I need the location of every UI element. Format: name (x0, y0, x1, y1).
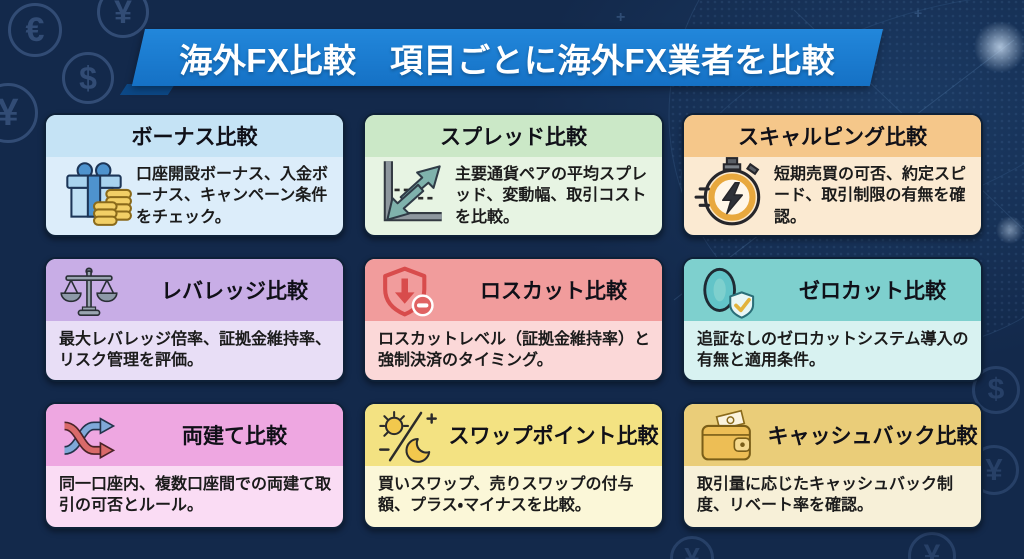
comparison-card-grid: ボーナス比較 (44, 113, 983, 529)
card-description: 口座開設ボーナス、入金ボーナス、キャンペーン条件をチェック。 (136, 166, 329, 226)
card-title: 両建て比較 (182, 425, 287, 448)
card-cashback-body: 取引量に応じたキャッシュバック制度、リベート率を確認。 (684, 466, 981, 527)
card-swap-body: 買いスワップ、売りスワップの付与額、プラス・マイナスを比較。 (365, 466, 662, 527)
svg-text:+: + (914, 5, 922, 21)
gift-coins-icon (52, 153, 136, 231)
card-leverage-body: 最大レバレッジ倍率、証拠金維持率、リスク管理を評価。 (46, 321, 343, 380)
card-leverage[interactable]: レバレッジ比較 最大レバレッジ倍率、証拠金維持率、リスク管理を評価。 (44, 257, 345, 382)
card-spread-body: 主要通貨ペアの平均スプレッド、変動幅、取引コストを比較。 (365, 157, 662, 235)
card-title: スキャルピング比較 (738, 126, 927, 149)
card-scalping-header: スキャルピング比較 (684, 115, 981, 157)
yen-badge-icon: ¥ (908, 532, 956, 559)
card-swap-header: スワップポイント比較 (365, 404, 662, 466)
card-title: ゼロカット比較 (799, 280, 946, 303)
card-hedging-header: 両建て比較 (46, 404, 343, 466)
zero-shield-icon (696, 262, 758, 326)
card-bonus-body: 口座開設ボーナス、入金ボーナス、キャンペーン条件をチェック。 (46, 157, 343, 235)
card-description: ロスカットレベル（証拠金維持率）と強制決済のタイミング。 (378, 331, 651, 370)
card-title: ボーナス比較 (131, 126, 258, 149)
card-scalping[interactable]: スキャルピング比較 短期売買の可否、約 (682, 113, 983, 237)
cross-arrows-icon (58, 407, 120, 471)
card-title: スプレッド比較 (440, 126, 587, 149)
euro-badge-icon: € (8, 3, 62, 57)
card-cashback[interactable]: キャッシュバック比較 取引量に応じたキャッシュバック制度、リベート率を確認。 (682, 402, 983, 529)
axis-arrows-icon (371, 153, 455, 231)
card-zerocut-body: 追証なしのゼロカットシステム導入の有無と適用条件。 (684, 321, 981, 380)
svg-text:+: + (616, 9, 625, 26)
card-description: 買いスワップ、売りスワップの付与額、プラス・マイナスを比較。 (378, 476, 634, 515)
card-zerocut[interactable]: ゼロカット比較 追証なしのゼロカットシステム導入の有無と適用条件。 (682, 257, 983, 382)
card-losscut-body: ロスカットレベル（証拠金維持率）と強制決済のタイミング。 (365, 321, 662, 380)
card-description: 追証なしのゼロカットシステム導入の有無と適用条件。 (697, 331, 969, 370)
card-title: キャッシュバック比較 (767, 425, 978, 448)
card-title: レバレッジ比較 (161, 280, 308, 303)
yen-badge-icon: ¥ (97, 0, 149, 38)
title-banner: 海外FX比較 項目ごとに海外FX業者を比較 (131, 29, 883, 86)
card-hedging[interactable]: 両建て比較 同一口座内、複数口座間での両建て取引の可否とルール。 (44, 402, 345, 529)
card-title: スワップポイント比較 (448, 425, 659, 448)
card-bonus-header: ボーナス比較 (46, 115, 343, 157)
stopwatch-icon (690, 153, 774, 231)
card-losscut[interactable]: ロスカット比較 ロスカットレベル（証拠金維持率）と強制決済のタイミング。 (363, 257, 664, 382)
dollar-badge-icon: $ (62, 52, 114, 104)
yen-badge-icon: ¥ (0, 83, 38, 143)
yen-badge-icon: ¥ (670, 536, 714, 559)
balance-scale-icon (58, 262, 120, 326)
wallet-icon (696, 407, 758, 471)
card-swap[interactable]: スワップポイント比較 買いスワップ、売りスワップの付与額、プラス・マイナスを比較… (363, 402, 664, 529)
shield-arrow-icon (377, 262, 439, 326)
card-hedging-body: 同一口座内、複数口座間での両建て取引の可否とルール。 (46, 466, 343, 527)
card-spread-header: スプレッド比較 (365, 115, 662, 157)
card-description: 取引量に応じたキャッシュバック制度、リベート率を確認。 (697, 476, 954, 515)
card-description: 最大レバレッジ倍率、証拠金維持率、リスク管理を評価。 (59, 331, 332, 370)
card-spread[interactable]: スプレッド比較 主要通貨ペアの平均スプレッド、変動幅、取引コストを比較。 (363, 113, 664, 237)
card-title: ロスカット比較 (480, 280, 627, 303)
card-scalping-body: 短期売買の可否、約定スピード、取引制限の有無を確認。 (684, 157, 981, 235)
page-title: 海外FX比較 項目ごとに海外FX業者を比較 (179, 41, 836, 79)
card-description: 主要通貨ペアの平均スプレッド、変動幅、取引コストを比較。 (455, 166, 648, 226)
card-bonus[interactable]: ボーナス比較 (44, 113, 345, 237)
card-description: 同一口座内、複数口座間での両建て取引の可否とルール。 (59, 476, 332, 515)
sun-moon-icon (377, 407, 439, 471)
